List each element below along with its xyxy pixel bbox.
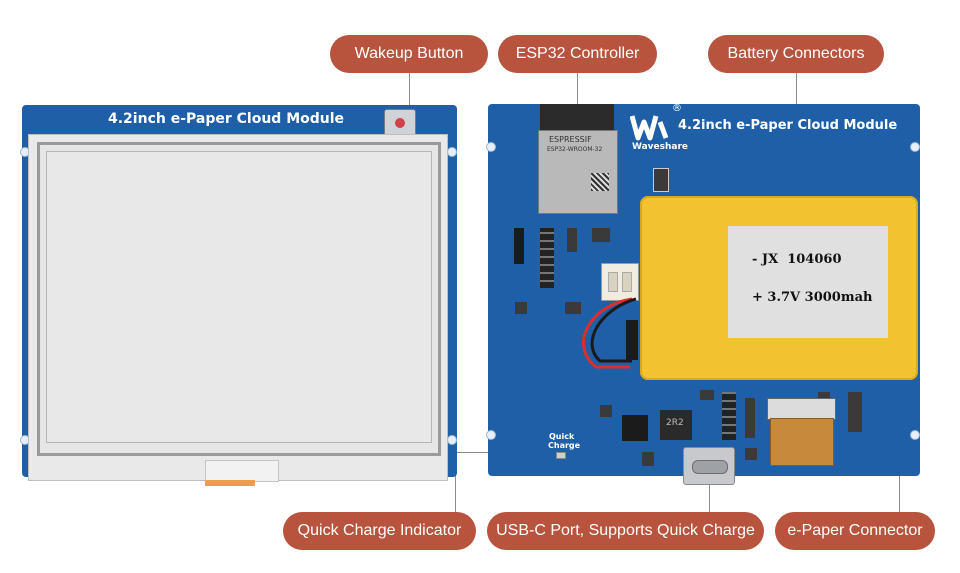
smd-component — [745, 448, 757, 460]
battery-label-line2: + 3.7V 3000mah — [752, 290, 873, 305]
esp32-model-label: ESP32-WROOM-32 — [547, 146, 603, 153]
smd-component — [722, 392, 736, 440]
quick-charge-indicator-callout: Quick Charge Indicator — [283, 512, 476, 550]
esp32-qr-icon — [591, 173, 609, 191]
smd-component — [600, 405, 612, 417]
right-mount-hole-tr — [910, 142, 920, 152]
epaper-active-inner — [46, 151, 432, 443]
right-mount-hole-bl — [486, 430, 496, 440]
epaper-fpc-cable — [770, 418, 834, 466]
smd-component — [567, 228, 577, 252]
epaper-fpc — [205, 460, 279, 482]
right-board-title: 4.2inch e-Paper Cloud Module — [678, 118, 898, 133]
smd-component — [540, 228, 554, 288]
smd-component — [565, 302, 581, 314]
right-mount-hole-br — [910, 430, 920, 440]
quick-label: Quick — [549, 432, 575, 441]
smd-component — [745, 398, 755, 438]
inductor-label: 2R2 — [666, 418, 684, 428]
left-mount-hole-br — [447, 435, 457, 445]
esp32-antenna — [540, 104, 614, 132]
smd-component — [622, 415, 648, 441]
wakeup-leader-line — [409, 73, 410, 110]
waveshare-logo-icon — [629, 112, 670, 142]
esp32-module: ESPRESSIF ESP32-WROOM-32 — [538, 130, 618, 214]
usbc-port-callout: USB-C Port, Supports Quick Charge — [487, 512, 764, 550]
epaper-connector-callout: e-Paper Connector — [775, 512, 935, 550]
quick-charge-leader-v — [455, 452, 456, 512]
left-mount-hole-tr — [447, 147, 457, 157]
esp32-controller-callout: ESP32 Controller — [498, 35, 657, 73]
battery-wire-red-icon — [570, 295, 640, 375]
wakeup-button-callout: Wakeup Button — [330, 35, 488, 73]
right-mount-hole-tl — [486, 142, 496, 152]
smd-component — [592, 228, 610, 242]
battery-label-line1: - JX 104060 — [752, 252, 842, 267]
smd-component — [642, 452, 654, 466]
battery-label: - JX 104060 + 3.7V 3000mah — [728, 226, 888, 338]
inductor: 2R2 — [660, 410, 692, 440]
quick-charge-led — [556, 452, 566, 459]
esp32-brand-label: ESPRESSIF — [549, 135, 592, 144]
epaper-fpc-connector[interactable] — [767, 398, 836, 420]
epaper-panel — [28, 134, 448, 482]
usbc-port[interactable] — [683, 447, 735, 485]
fpc-strip-bottom — [205, 480, 255, 486]
smd-component — [515, 302, 527, 314]
lipo-battery: - JX 104060 + 3.7V 3000mah — [640, 196, 918, 380]
waveshare-brand: Waveshare — [632, 142, 689, 152]
esp32-leader-line — [577, 73, 578, 115]
smd-component — [626, 320, 638, 360]
smd-component — [653, 168, 669, 192]
usbc-leader-line — [709, 480, 710, 512]
smd-component — [848, 392, 862, 432]
registered-mark: ® — [672, 103, 682, 114]
smd-component — [700, 390, 714, 400]
charge-label: Charge — [548, 441, 581, 450]
battery-connectors-callout: Battery Connectors — [708, 35, 884, 73]
smd-component — [514, 228, 524, 264]
wakeup-button[interactable] — [384, 109, 416, 137]
battery-connector[interactable] — [601, 263, 639, 301]
left-board-title: 4.2inch e-Paper Cloud Module — [108, 111, 345, 127]
